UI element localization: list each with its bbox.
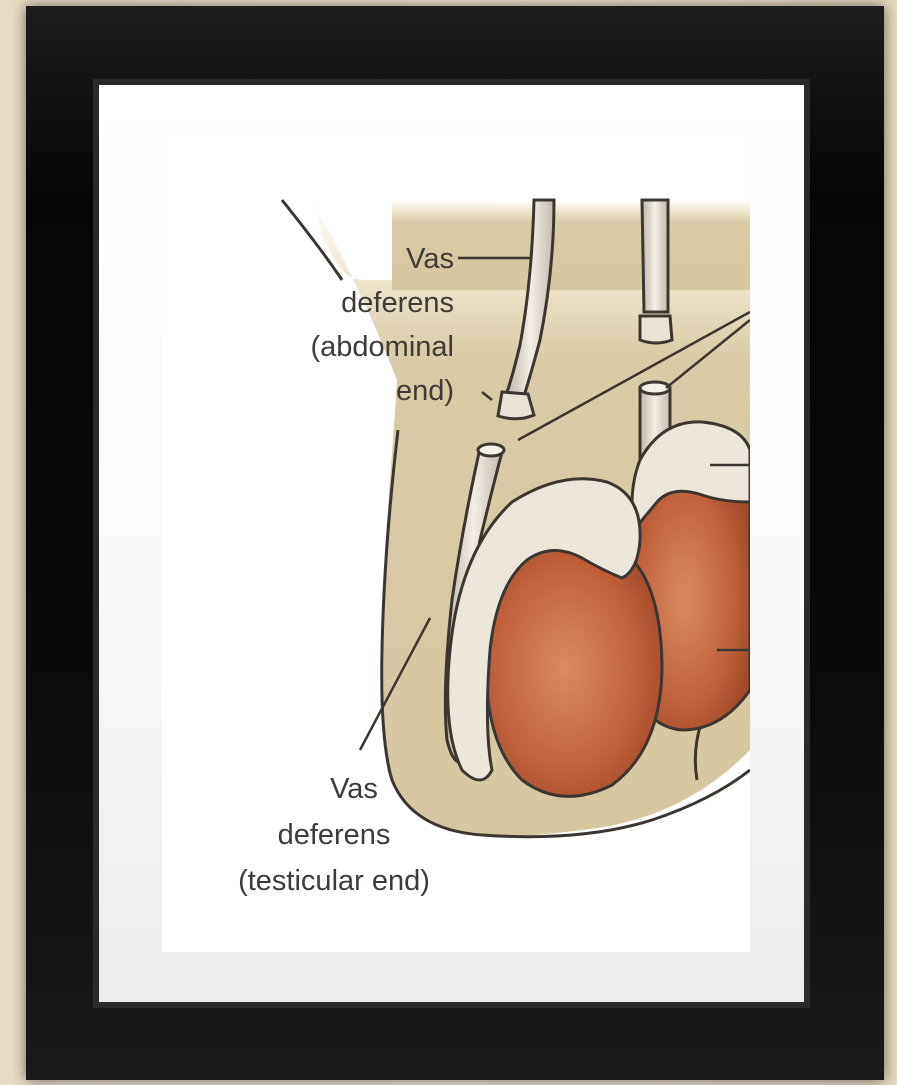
label-abdominal-line3: (abdominal xyxy=(311,331,454,363)
label-testicular-line2: deferens xyxy=(278,819,391,851)
label-abdominal-line2: deferens xyxy=(341,287,454,319)
label-abdominal-line1: Vas xyxy=(406,243,454,275)
anatomy-illustration: Vas deferens (abdominal end) Vas deferen… xyxy=(162,130,750,952)
label-abdominal-line4: end) xyxy=(396,375,454,407)
label-testicular-line1: Vas xyxy=(330,773,378,805)
label-testicular-line3: (testicular end) xyxy=(238,865,430,897)
left-testis xyxy=(486,542,662,796)
vas-deferens-testicular-opening xyxy=(478,444,504,456)
